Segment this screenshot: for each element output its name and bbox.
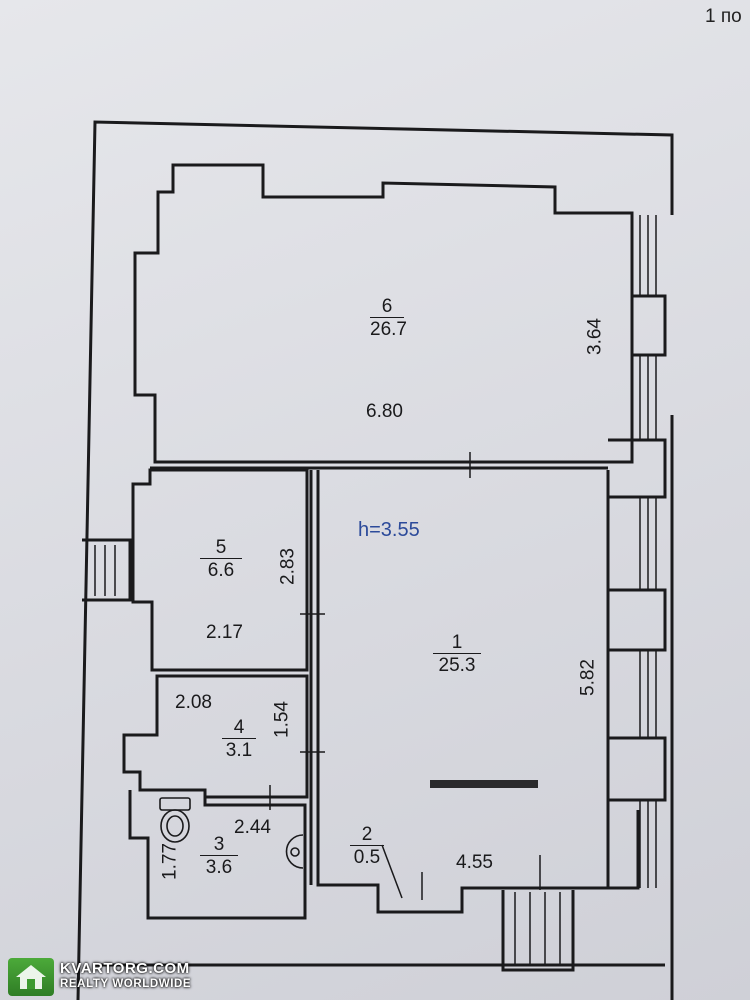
room-4-wall	[122, 674, 309, 799]
room-number: 1	[451, 632, 463, 653]
room-4-label: 4 3.1	[222, 718, 256, 760]
dim-room1-height: 5.82	[577, 659, 599, 696]
dim-room5-width: 2.17	[206, 622, 243, 643]
sink-icon	[285, 834, 304, 869]
window-pier	[608, 438, 667, 499]
room-area: 3.6	[200, 855, 238, 877]
room-5-label: 5 6.6	[200, 538, 242, 580]
room-number: 2	[361, 824, 373, 845]
room-number: 3	[213, 834, 225, 855]
page-label: 1 по	[705, 6, 742, 27]
room-number: 4	[233, 717, 245, 738]
dim-room6-height: 3.64	[584, 318, 606, 355]
room-2-label: 2 0.5	[350, 825, 384, 867]
room-number: 5	[215, 537, 227, 558]
room-6-label: 6 26.7	[370, 296, 407, 340]
outer-wall	[76, 120, 674, 1000]
toilet-icon	[159, 797, 191, 843]
dim-room3-width: 2.44	[234, 817, 271, 838]
dim-room3-height: 1.77	[159, 843, 181, 880]
watermark-title: KVARTORG.COM	[60, 960, 190, 977]
room-area: 25.3	[433, 653, 481, 675]
radiator	[430, 780, 538, 788]
room-2-partition	[381, 844, 403, 899]
room-1-label: 1 25.3	[433, 633, 481, 675]
left-stair	[82, 538, 132, 602]
room-area: 3.1	[222, 738, 256, 760]
window-pier	[632, 294, 667, 357]
room-6-wall	[133, 163, 634, 464]
dim-room6-width: 6.80	[366, 401, 403, 422]
room-3-label: 3 3.6	[200, 835, 238, 877]
window-pier	[608, 736, 667, 802]
dim-room1-width: 4.55	[456, 852, 493, 873]
room-number: 6	[381, 296, 393, 317]
watermark: KVARTORG.COM REALTY WORLDWIDE	[8, 958, 198, 996]
room-area: 6.6	[200, 558, 242, 580]
room-3-wall	[128, 790, 307, 920]
room-area: 0.5	[350, 845, 384, 867]
dim-room5-height: 2.83	[277, 548, 299, 585]
bottom-stair	[501, 890, 575, 972]
room-5-wall	[131, 468, 309, 672]
watermark-subtitle: REALTY WORLDWIDE	[60, 978, 192, 990]
house-logo-icon	[8, 958, 54, 996]
dim-room4-height: 1.54	[271, 701, 293, 738]
dim-room4-width: 2.08	[175, 692, 212, 713]
room-area: 26.7	[370, 317, 407, 340]
ceiling-height-label: h=3.55	[358, 519, 420, 541]
window-pier	[608, 588, 667, 652]
